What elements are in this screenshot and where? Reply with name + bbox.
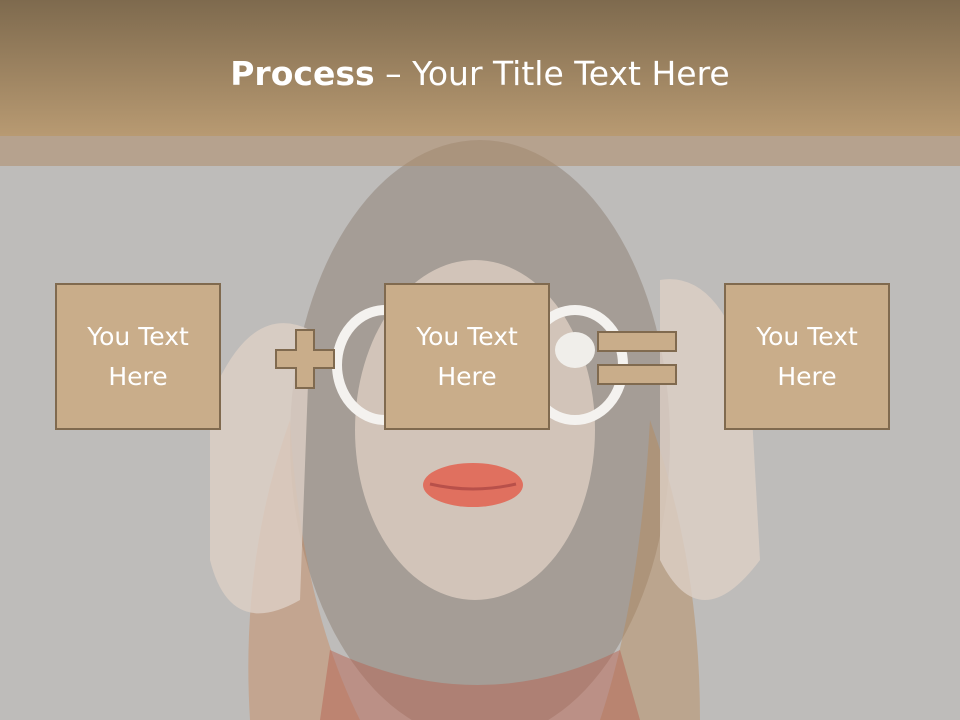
banner-strip: [0, 136, 960, 166]
equals-icon: [597, 331, 677, 385]
process-box-1[interactable]: You Text Here: [55, 283, 221, 430]
slide-title: Process – Your Title Text Here: [0, 52, 960, 96]
title-bold: Process: [230, 54, 375, 93]
process-box-1-label: You Text Here: [87, 321, 189, 391]
title-banner: Process – Your Title Text Here: [0, 0, 960, 136]
process-box-3-label: You Text Here: [756, 321, 858, 391]
process-box-2[interactable]: You Text Here: [384, 283, 550, 430]
process-box-3[interactable]: You Text Here: [724, 283, 890, 430]
process-box-2-label: You Text Here: [416, 321, 518, 391]
plus-icon: [275, 329, 335, 389]
title-rest: – Your Title Text Here: [374, 54, 730, 93]
